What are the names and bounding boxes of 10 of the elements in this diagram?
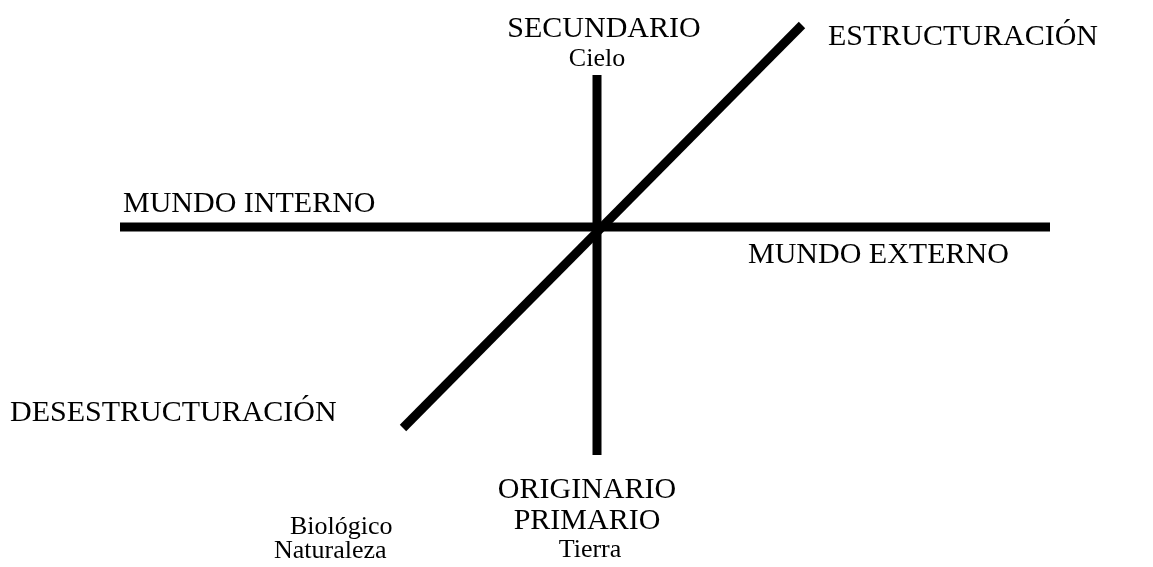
axis-label: ORIGINARIO (497, 473, 677, 503)
axis-label: DESESTRUCTURACIÓN (10, 396, 337, 426)
axis-label: PRIMARIO (513, 504, 661, 534)
axis-label: ESTRUCTURACIÓN (828, 20, 1098, 50)
axis-sublabel: Tierra (558, 536, 622, 562)
axis-label: SECUNDARIO (507, 12, 701, 42)
axis-sublabel: Cielo (568, 45, 626, 71)
axis-label: MUNDO EXTERNO (748, 238, 1009, 268)
axis-sublabel: Biológico (290, 513, 393, 539)
axis-label: MUNDO INTERNO (123, 187, 376, 217)
